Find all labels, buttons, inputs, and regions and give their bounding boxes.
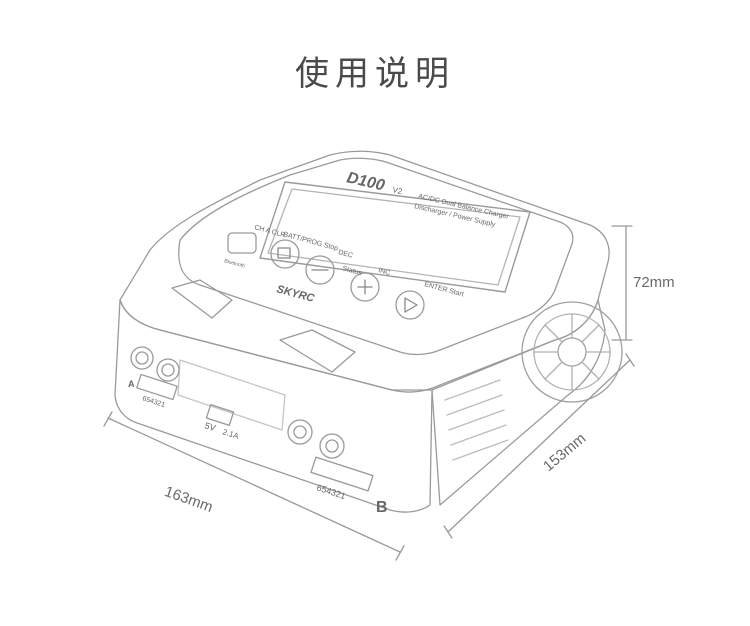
page-title: 使用说明	[295, 54, 455, 94]
lcd-display	[259, 181, 531, 293]
control-buttons	[227, 232, 425, 320]
channel-b-label: B	[376, 499, 388, 516]
usb-current: 2.1A	[221, 427, 240, 441]
model-suffix: V2	[392, 185, 404, 196]
brand-label: SKYRC	[275, 283, 316, 305]
bluetooth-label: Bluetooth	[223, 258, 245, 269]
balance-pins-a: 654321	[141, 395, 165, 409]
button-label-status: Status	[341, 265, 362, 277]
button-label-dec: DEC	[337, 249, 353, 260]
device-front-face	[114, 299, 433, 513]
height-dimension: 72mm	[633, 274, 675, 291]
width-dimension-line	[103, 411, 405, 561]
usb-voltage: 5V	[203, 420, 217, 433]
height-dimension-line	[611, 225, 633, 341]
channel-a-label: A	[128, 379, 135, 389]
balance-pins-b: 654321	[315, 482, 347, 501]
cooling-fan	[521, 301, 623, 403]
button-label-inc: INC	[377, 267, 390, 277]
depth-dimension-line	[443, 353, 635, 539]
device-side-face	[431, 299, 606, 506]
